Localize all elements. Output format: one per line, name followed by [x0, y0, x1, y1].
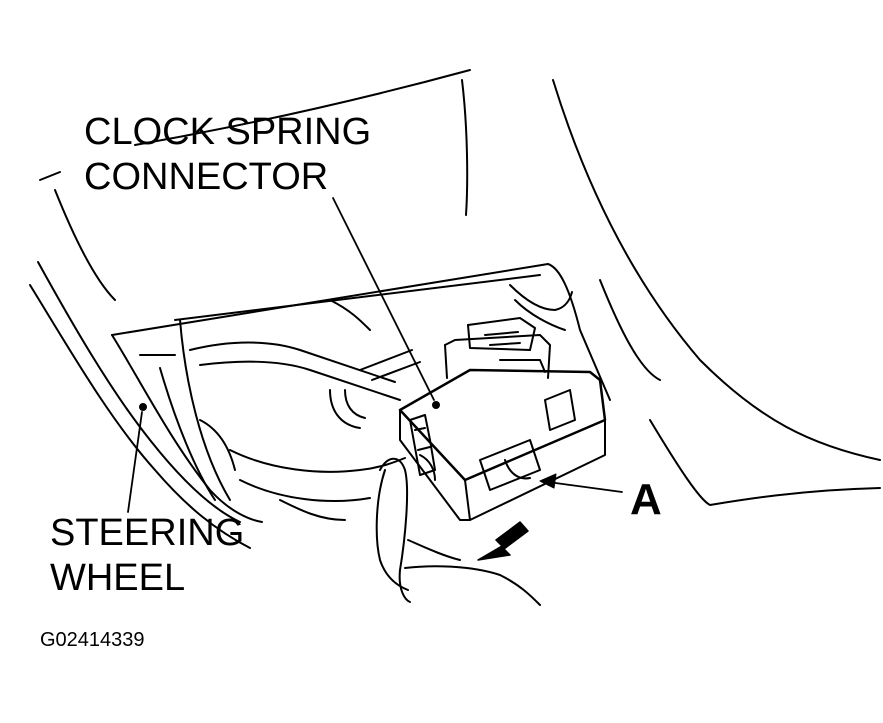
steering-wheel-rim [29, 261, 251, 549]
wire-harness [189, 299, 421, 521]
clock-spring-connector-label-line1: CLOCK SPRING [84, 111, 372, 153]
figure-id: G02414339 [40, 629, 145, 651]
leader-lines [127, 197, 623, 513]
callout-a-label: A [630, 475, 662, 524]
hand [375, 454, 541, 606]
callout-a-arrowhead [539, 473, 557, 489]
dashboard-outline [39, 69, 881, 506]
clock-spring-connector[interactable] [398, 317, 607, 521]
steering-wheel-label-line1: STEERING [50, 512, 245, 554]
pull-direction-arrow-icon [477, 521, 529, 561]
clock-spring-leader [332, 197, 435, 401]
callout-a-leader [547, 481, 623, 493]
steering-wheel-label-line2: WHEEL [50, 557, 186, 599]
steering-wheel-leader [127, 411, 143, 513]
wheel-opening [111, 263, 611, 523]
clock-spring-connector-label-line2: CONNECTOR [84, 156, 329, 198]
